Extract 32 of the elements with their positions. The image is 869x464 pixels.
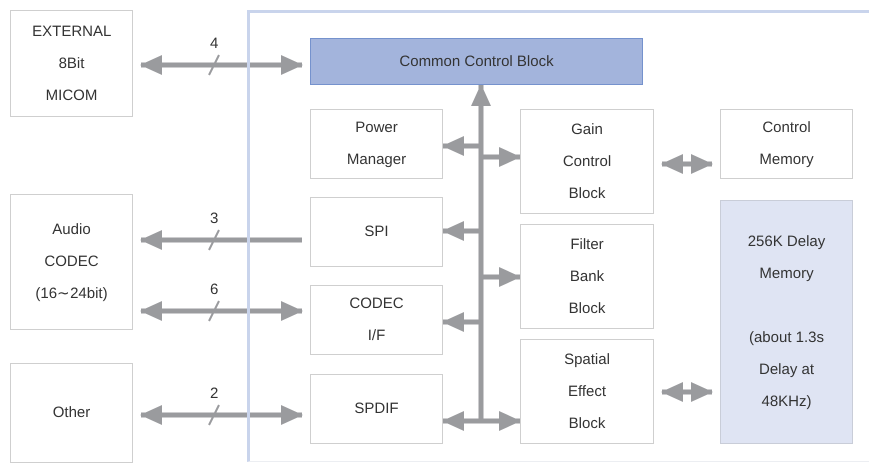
function-block-box [310, 109, 443, 179]
block-label: Power Manager [346, 118, 406, 170]
edge-label: 4 [210, 36, 218, 52]
external-device-box [10, 194, 133, 330]
memory-box [720, 200, 853, 444]
function-block-box [520, 109, 654, 214]
block-label: EXTERNAL 8Bit MICOM [32, 22, 111, 106]
edge-label: 2 [210, 386, 218, 402]
chip-boundary-panel [247, 10, 869, 462]
edge-label: 6 [210, 282, 218, 298]
block-label: Gain Control Block [562, 120, 612, 204]
block-label: Filter Bank Block [568, 234, 606, 318]
external-device-box [10, 10, 133, 117]
block-label: Audio CODEC (16∼24bit) [35, 220, 108, 304]
block-label: (about 1.3s Delay at 48KHz) [748, 328, 826, 412]
function-block-box [520, 224, 654, 329]
block-label: CODEC I/F [349, 294, 404, 346]
function-block-box [310, 374, 443, 444]
block-label: SPDIF [354, 399, 399, 419]
block-label: SPI [364, 222, 389, 242]
block-label: Control Memory [759, 118, 814, 170]
block-label: Common Control Block [398, 52, 555, 72]
block-label: Spatial Effect Block [564, 350, 610, 434]
external-device-box [10, 363, 133, 463]
edge-label: 3 [210, 211, 218, 227]
block-label: Other [52, 403, 90, 423]
function-block-box [310, 197, 443, 267]
function-block-box [310, 285, 443, 355]
function-block-box [520, 339, 654, 444]
block-label: 256K Delay Memory [746, 232, 826, 284]
memory-box [720, 109, 853, 179]
control-block-box [310, 38, 643, 85]
